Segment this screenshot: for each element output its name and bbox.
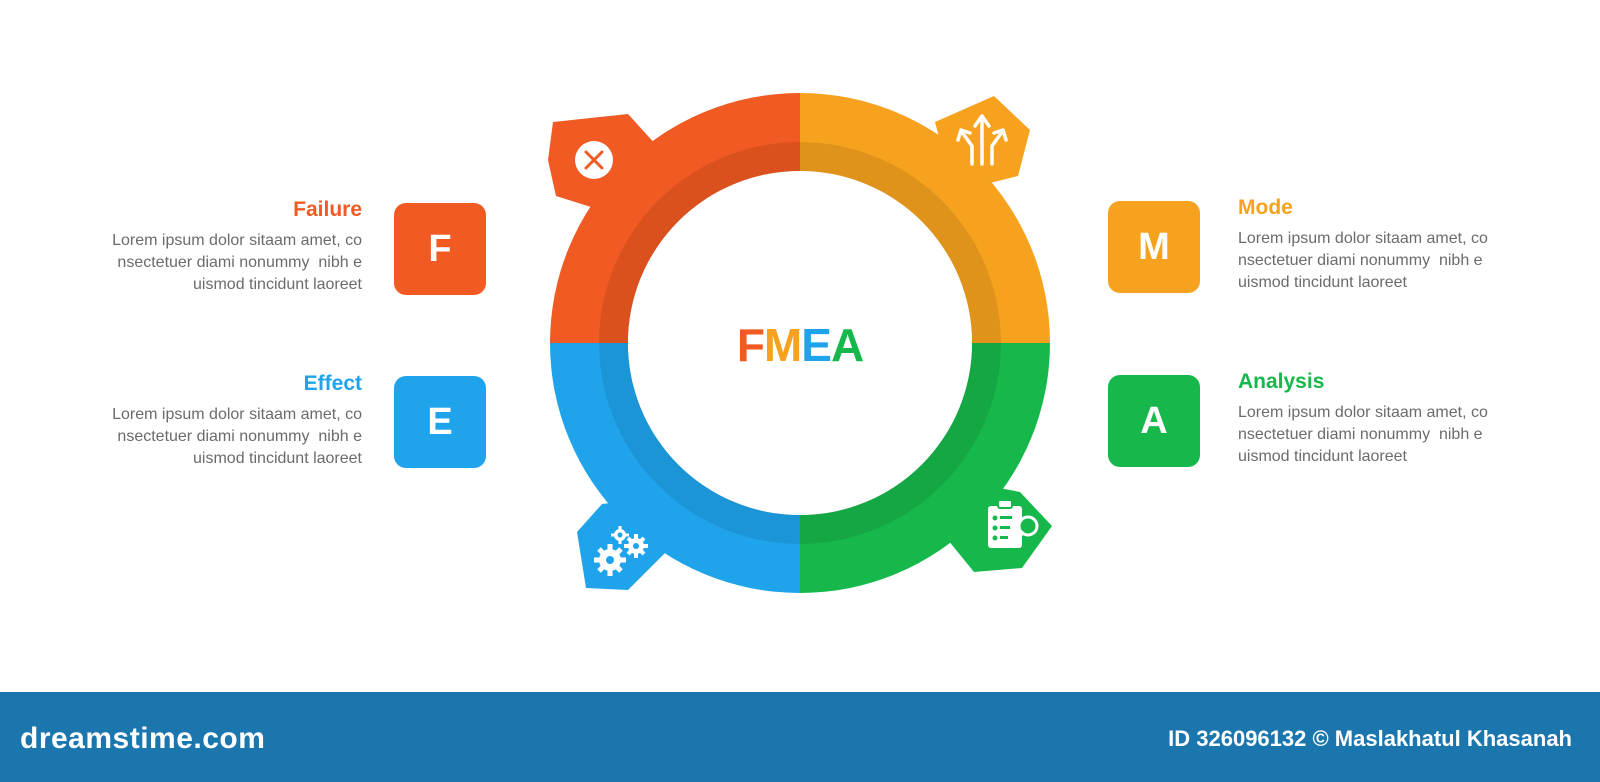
failure-item: Failure Lorem ipsum dolor sitaam amet, c… xyxy=(40,198,362,298)
ring-segment-mode xyxy=(800,93,1050,343)
gears-icon xyxy=(594,526,648,576)
split-arrows-icon xyxy=(956,114,1008,166)
effect-description: Lorem ipsum dolor sitaam amet, co nsecte… xyxy=(112,406,362,467)
analysis-letter-box: A xyxy=(1108,375,1200,467)
effect-item: Effect Lorem ipsum dolor sitaam amet, co… xyxy=(40,372,362,472)
failure-description: Lorem ipsum dolor sitaam amet, co nsecte… xyxy=(112,232,362,293)
ring-segment-analysis xyxy=(800,343,1050,593)
ring-segment-failure xyxy=(550,93,800,343)
center-title-letter-a: A xyxy=(830,319,864,371)
center-title-letter-f: F xyxy=(736,319,765,371)
clipboard-search-icon xyxy=(988,499,1039,548)
failure-title: Failure xyxy=(293,198,362,221)
center-disk xyxy=(628,171,972,515)
footer-logo: dreamstime.com xyxy=(20,722,266,755)
mode-title: Mode xyxy=(1238,196,1293,219)
fmea-ring-diagram xyxy=(548,93,1052,593)
analysis-title: Analysis xyxy=(1238,370,1325,393)
mode-letter-box: M xyxy=(1108,201,1200,293)
footer-bar: dreamstime.com ID 326096132 © Maslakhatu… xyxy=(0,692,1600,782)
effect-letter-box: E xyxy=(394,376,486,468)
center-title-letter-m: M xyxy=(763,319,802,371)
failure-letter-box: F xyxy=(394,203,486,295)
analysis-description: Lorem ipsum dolor sitaam amet, co nsecte… xyxy=(1238,404,1488,465)
analysis-item: Analysis Lorem ipsum dolor sitaam amet, … xyxy=(1238,370,1560,470)
footer-credit: ID 326096132 © Maslakhatul Khasanah xyxy=(1168,726,1572,751)
ring-segment-effect xyxy=(550,343,800,593)
effect-title: Effect xyxy=(303,372,362,395)
center-title-letter-e: E xyxy=(801,319,832,371)
close-circle-icon xyxy=(575,141,613,179)
mode-item: Mode Lorem ipsum dolor sitaam amet, co n… xyxy=(1238,196,1560,296)
mode-description: Lorem ipsum dolor sitaam amet, co nsecte… xyxy=(1238,230,1488,291)
center-title: FMEA xyxy=(600,318,1000,372)
